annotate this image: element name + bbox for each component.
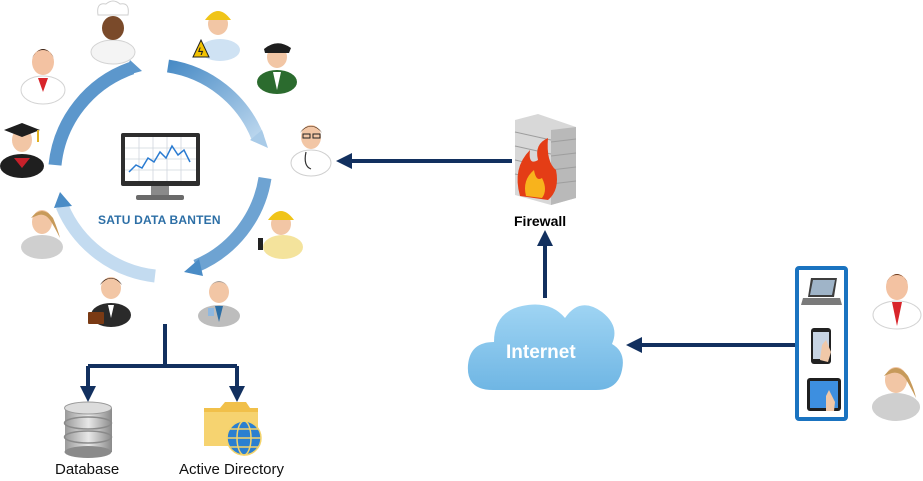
database-label: Database [55, 461, 120, 478]
svg-text:ϟ: ϟ [198, 47, 204, 58]
laptop-icon [801, 278, 842, 305]
person-doctor-icon [290, 125, 332, 177]
person-chef-icon [90, 0, 136, 65]
cloud-icon [467, 304, 623, 390]
firewall-icon [514, 114, 577, 205]
person-worker-icon [258, 211, 303, 259]
cycle-arc-bottom-right [193, 176, 272, 272]
person-woman-icon [872, 367, 920, 421]
monitor-chart-icon [121, 133, 200, 200]
person-businessman-icon [20, 49, 66, 105]
person-woman-icon [21, 210, 63, 259]
cycle-arc-bottom-left [56, 203, 156, 283]
active-directory-label: Active Directory [179, 461, 285, 478]
person-engineer-icon: ϟ [192, 11, 240, 61]
firewall-label: Firewall [514, 213, 567, 229]
person-police-icon [257, 43, 297, 94]
cycle-arc-top-left [48, 61, 135, 166]
tablet-icon [807, 378, 841, 411]
folder-globe-icon [204, 402, 262, 456]
person-graduate-icon [0, 123, 44, 178]
cycle-arrows [48, 59, 272, 283]
smartphone-icon [811, 328, 831, 364]
device-panel [795, 266, 848, 421]
storage-connector [80, 324, 245, 402]
person-business-briefcase-icon [88, 277, 131, 327]
person-businessman-icon [872, 274, 922, 330]
database-icon [63, 401, 113, 458]
cycle-arc-top-right [166, 59, 265, 141]
person-elder-icon [198, 281, 240, 327]
internet-label: Internet [506, 342, 576, 363]
center-title: SATU DATA BANTEN [98, 213, 221, 227]
